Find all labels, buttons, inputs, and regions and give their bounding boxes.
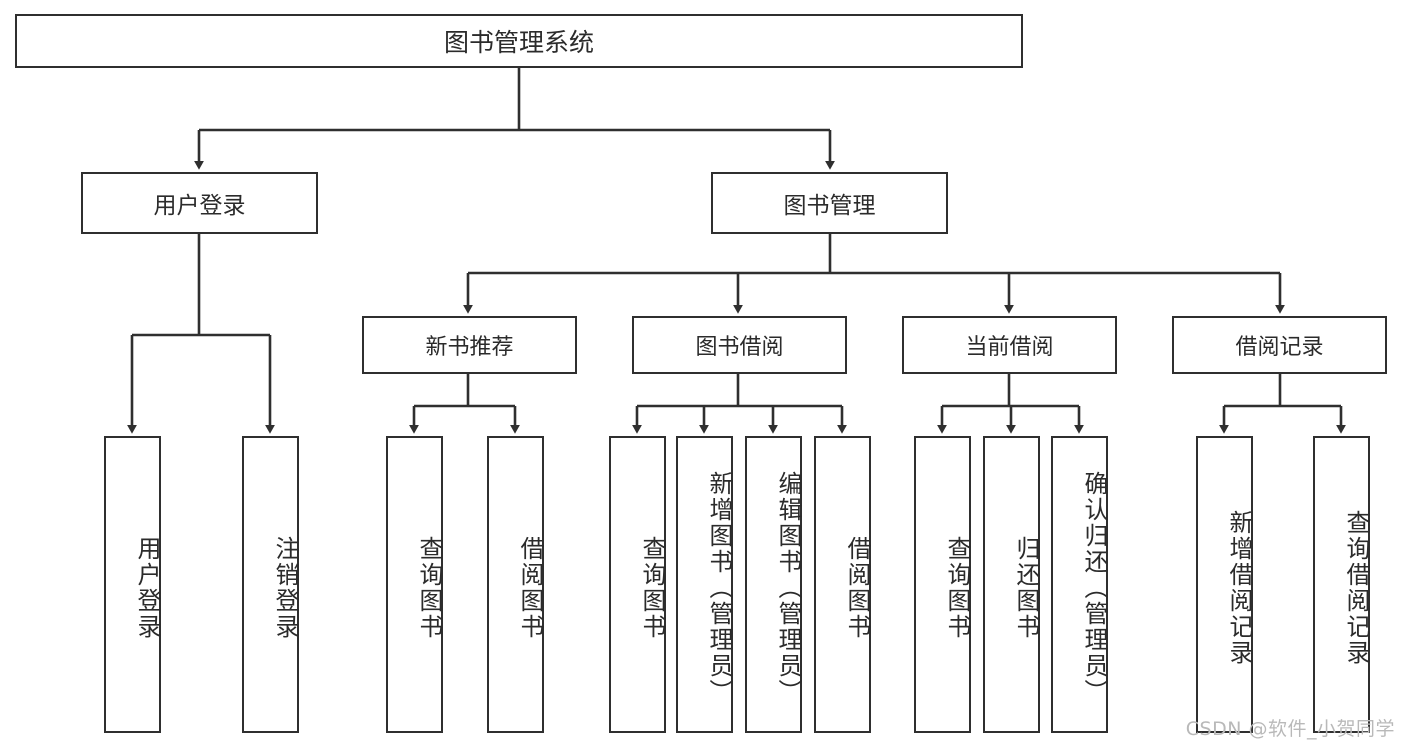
node-label: 当前借阅 <box>965 335 1054 360</box>
leaf-query-borrow-record[interactable]: 查询借阅记录 <box>1313 436 1370 733</box>
node-label: 借阅记录 <box>1235 335 1324 360</box>
node-label: 图书借阅 <box>695 335 784 360</box>
leaf-user-login[interactable]: 用户登录 <box>104 436 161 733</box>
leaf-query-book-current[interactable]: 查询图书 <box>914 436 971 733</box>
node-current-borrow[interactable]: 当前借阅 <box>902 316 1117 374</box>
node-label: 归还图书 <box>1012 535 1040 640</box>
leaf-confirm-return-admin[interactable]: 确认归还（管理员） <box>1051 436 1108 733</box>
node-user-login[interactable]: 用户登录 <box>81 172 318 234</box>
node-book-management[interactable]: 图书管理 <box>711 172 948 234</box>
node-label: 新增借阅记录 <box>1225 509 1253 666</box>
node-label: 借阅图书 <box>516 535 544 640</box>
leaf-edit-book-admin[interactable]: 编辑图书（管理员） <box>745 436 802 733</box>
node-label: 查询图书 <box>943 535 971 640</box>
leaf-query-book-borrow[interactable]: 查询图书 <box>609 436 666 733</box>
node-label: 查询图书 <box>415 535 443 640</box>
csdn-watermark: CSDN @软件_小贺同学 <box>1185 718 1395 740</box>
node-label: 查询借阅记录 <box>1342 509 1370 666</box>
node-borrow-record[interactable]: 借阅记录 <box>1172 316 1387 374</box>
node-root-book-management-system[interactable]: 图书管理系统 <box>15 14 1023 68</box>
leaf-return-book[interactable]: 归还图书 <box>983 436 1040 733</box>
node-label: 用户登录 <box>133 535 161 640</box>
node-label: 图书管理 <box>783 193 876 219</box>
node-label: 注销登录 <box>271 535 299 640</box>
leaf-query-book-new-recommend[interactable]: 查询图书 <box>386 436 443 733</box>
node-label: 借阅图书 <box>843 535 871 640</box>
node-label: 图书管理系统 <box>443 28 594 57</box>
node-book-borrow[interactable]: 图书借阅 <box>632 316 847 374</box>
node-new-book-recommend[interactable]: 新书推荐 <box>362 316 577 374</box>
leaf-logout-login[interactable]: 注销登录 <box>242 436 299 733</box>
node-label: 确认归还（管理员） <box>1080 470 1108 705</box>
node-label: 用户登录 <box>153 193 246 219</box>
leaf-borrow-book-new-recommend[interactable]: 借阅图书 <box>487 436 544 733</box>
node-label: 编辑图书（管理员） <box>774 470 802 705</box>
node-label: 查询图书 <box>638 535 666 640</box>
leaf-add-borrow-record[interactable]: 新增借阅记录 <box>1196 436 1253 733</box>
leaf-borrow-book-borrow[interactable]: 借阅图书 <box>814 436 871 733</box>
node-label: 新书推荐 <box>425 335 514 360</box>
node-label: 新增图书（管理员） <box>705 470 733 705</box>
leaf-add-book-admin[interactable]: 新增图书（管理员） <box>676 436 733 733</box>
